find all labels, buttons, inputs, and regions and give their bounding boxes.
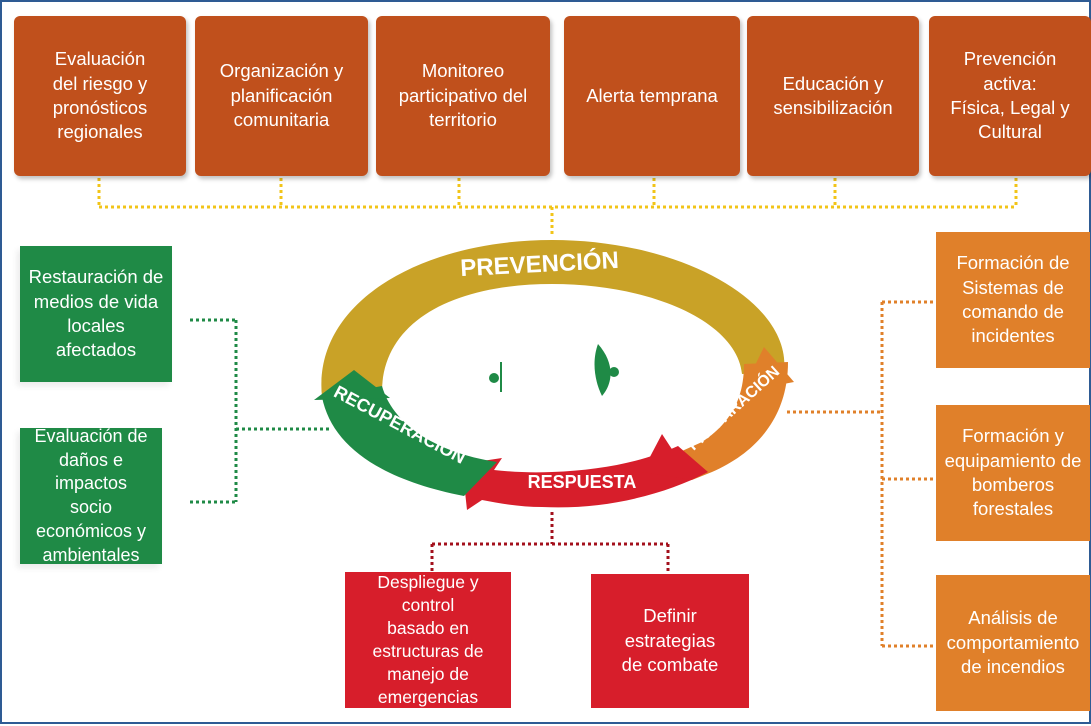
cycle-label-respuesta: RESPUESTA: [528, 472, 637, 492]
preparation-box-2: Formación y equipamiento de bomberos for…: [936, 405, 1090, 541]
center-leaf-icon: [594, 344, 611, 396]
preparation-box-3: Análisis de comportamiento de incendios: [936, 575, 1090, 711]
center-dot-icon-2: [609, 367, 619, 377]
ring-segment-respuesta: [462, 446, 708, 510]
prevention-connector: [97, 178, 1018, 237]
ring-segment-prevencion: [321, 240, 785, 397]
arrow-head-respuesta: [642, 434, 692, 480]
response-box-2: Definir estrategias de combate: [591, 574, 749, 708]
arrow-head-recuperacion: [314, 370, 390, 400]
center-dot-icon: [489, 373, 499, 383]
prevention-box-5: Educación y sensibilización: [747, 16, 919, 176]
cycle-ring: [314, 240, 794, 510]
recovery-connector: [190, 318, 330, 504]
recovery-box-1: Restauración de medios de vida locales a…: [20, 246, 172, 382]
preparation-connector: [787, 300, 935, 648]
ring-segment-recuperacion: [322, 386, 497, 496]
prevention-box-6: Prevención activa: Física, Legal y Cultu…: [929, 16, 1091, 176]
recovery-box-2: Evaluación de daños e impactos socio eco…: [20, 426, 162, 565]
response-box-1: Despliegue y control basado en estructur…: [345, 572, 511, 708]
prevention-box-1: Evaluación del riesgo y pronósticos regi…: [14, 16, 186, 176]
ring-segment-preparacion: [662, 362, 788, 480]
prevention-box-4: Alerta temprana: [564, 16, 740, 176]
arrow-head-preparacion: [742, 347, 794, 392]
response-connector: [430, 512, 670, 574]
preparation-box-1: Formación de Sistemas de comando de inci…: [936, 232, 1090, 368]
prevention-box-2: Organización y planificación comunitaria: [195, 16, 368, 176]
prevention-box-3: Monitoreo participativo del territorio: [376, 16, 550, 176]
